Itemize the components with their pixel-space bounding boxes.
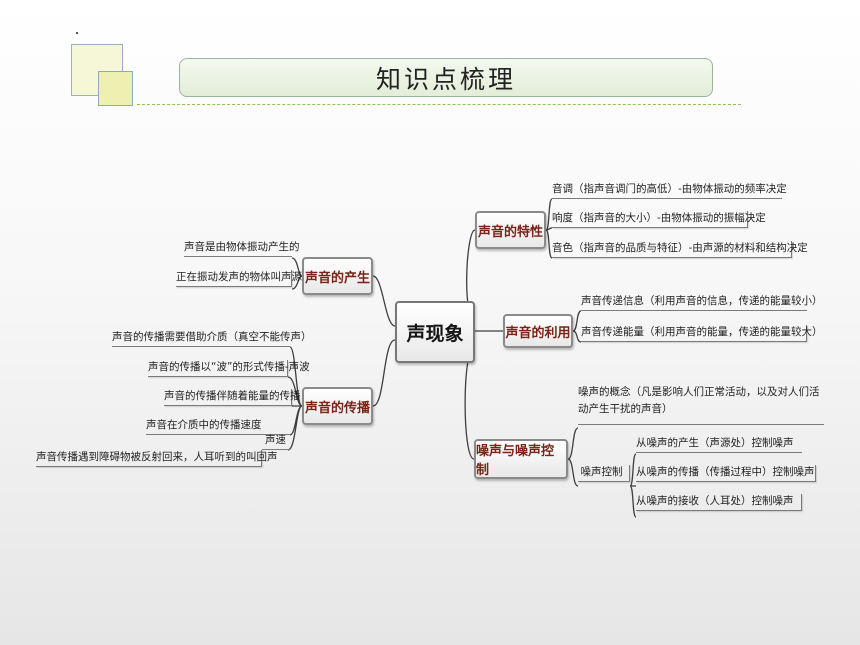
leaf-control-receiver: 从噪声的接收（人耳处）控制噪声 (636, 494, 802, 511)
leaf-spread-3: 声音的传播伴随着能量的传播 (164, 389, 301, 406)
decor-dot (76, 32, 78, 34)
leaf-spread-2: 声音的传播以“波”的形式传播-声波 (148, 360, 310, 377)
center-node: 声现象 (395, 301, 475, 363)
link-produce-leaves (291, 257, 303, 290)
leaf-echo: 声音传播遇到障碍物被反射回来，人耳听到的叫回声 (36, 450, 278, 467)
link-use-leaves (572, 310, 582, 343)
branch-sound-production: 声音的产生 (302, 257, 373, 295)
leaf-feature-loudness: 响度（指声音的大小）-由物体振动的振幅决定 (552, 211, 766, 228)
leaf-feature-pitch: 音调（指声音调门的高低）-由物体振动的频率决定 (552, 182, 787, 199)
branch-noise-control: 噪声与噪声控制 (474, 439, 568, 479)
leaf-use-information: 声音传递信息（利用声音的信息，传递的能量较小） (581, 294, 823, 311)
leaf-produce-1: 声音是由物体振动产生的 (184, 240, 300, 257)
link-center-produce (372, 275, 396, 327)
title-divider (137, 104, 741, 105)
leaf-spread-1: 声音的传播需要借助介质（真空不能传声） (112, 330, 312, 347)
link-noise-leaves (567, 427, 579, 487)
leaf-feature-timbre: 音色（指声音的品质与特征）-由声源的材料和结构决定 (552, 241, 808, 258)
leaf-control-path: 从噪声的传播（传播过程中）控制噪声 (636, 465, 816, 482)
branch-sound-characteristics: 声音的特性 (475, 211, 546, 249)
link-center-spread (372, 339, 396, 407)
leaf-noise-concept: 噪声的概念（凡是影响人们正常活动，以及对人们活动产生干扰的声音） (578, 384, 824, 425)
link-control-leaves (629, 453, 637, 518)
link-feature-leaves (545, 198, 553, 259)
leaf-speed-label: 声速 (262, 433, 290, 450)
leaf-spread-4: 声音在介质中的传播速度 (146, 418, 290, 435)
decor-square-small (98, 71, 133, 106)
branch-sound-uses: 声音的利用 (503, 314, 573, 348)
leaf-use-energy: 声音传递能量（利用声音的能量，传递的能量较大） (581, 325, 823, 342)
page-title: 知识点梳理 (375, 64, 516, 94)
title-banner: 知识点梳理 (179, 58, 713, 97)
link-spread-leaves (287, 346, 303, 451)
leaf-noise-control-label: 噪声控制 (578, 465, 630, 482)
leaf-produce-2: 正在振动发声的物体叫声源 (176, 270, 302, 287)
leaf-control-source: 从噪声的产生（声源处）控制噪声 (636, 436, 802, 453)
branch-sound-propagation: 声音的传播 (302, 387, 373, 425)
decor-square-large (71, 44, 123, 96)
